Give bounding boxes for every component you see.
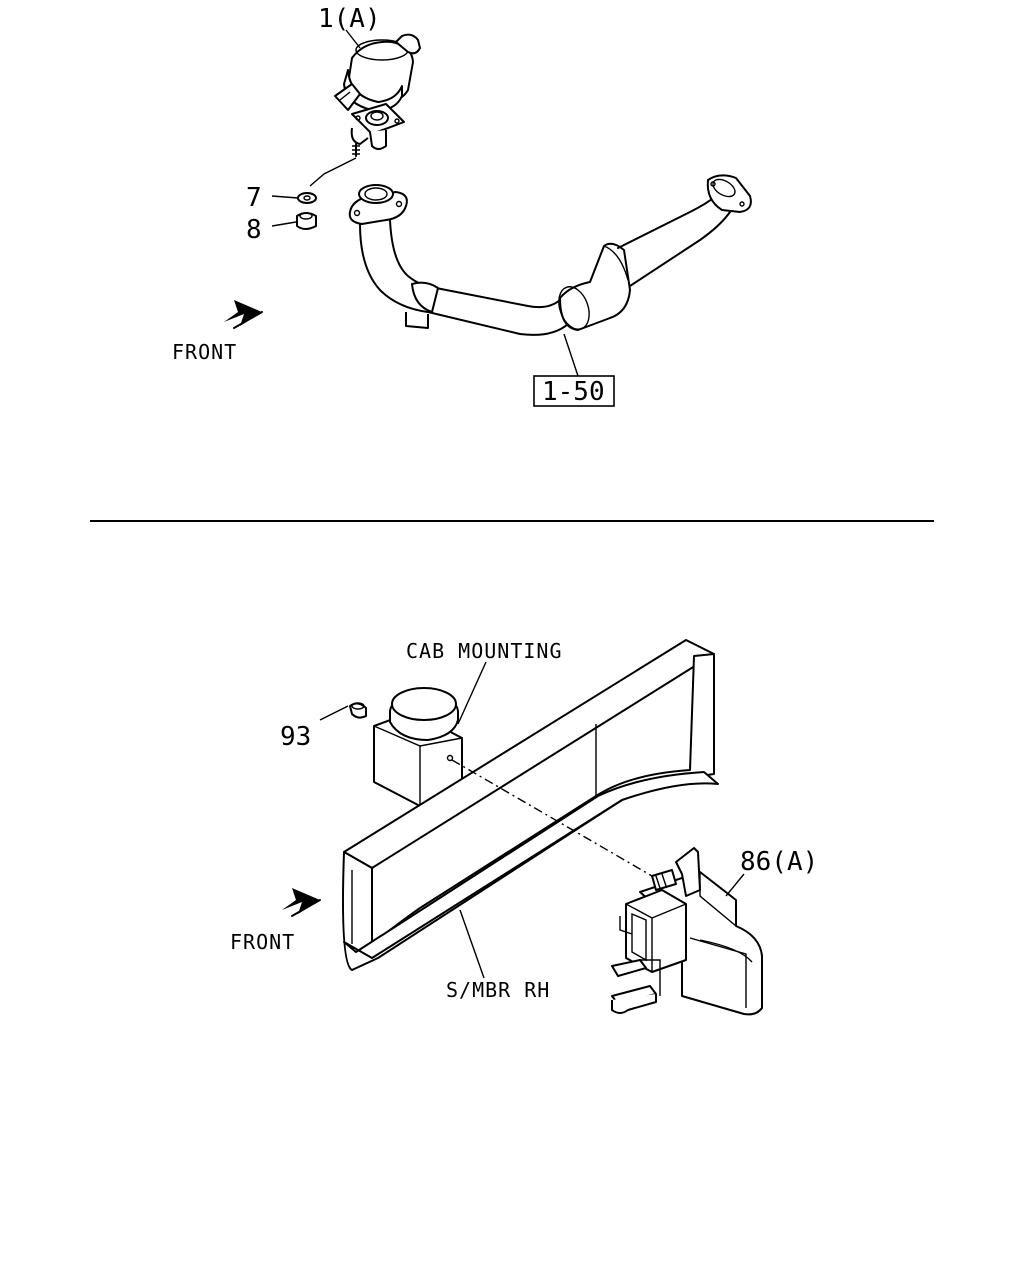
callout-cab-mounting: CAB MOUNTING xyxy=(406,639,563,663)
callout-86a: 86(A) xyxy=(740,847,818,877)
leader-1-50 xyxy=(563,333,579,377)
washer-part xyxy=(297,192,317,204)
alignment-line xyxy=(451,759,653,877)
nut-part xyxy=(296,212,317,230)
nut-93-part xyxy=(349,702,367,719)
callout-smbr-rh: S/MBR RH xyxy=(446,978,550,1002)
reference-box-1-50[interactable]: 1-50 xyxy=(533,375,615,407)
leader-1a xyxy=(345,29,361,49)
leader-86a xyxy=(725,873,745,897)
callout-1a: 1(A) xyxy=(318,4,381,34)
reference-box-label: 1-50 xyxy=(542,377,605,407)
leader-93 xyxy=(319,705,349,721)
sensor-module-86a xyxy=(611,847,763,1016)
leader-7 xyxy=(271,195,299,199)
top-diagram: 1(A) 7 8 1-50 FRONT xyxy=(172,4,752,407)
front-arrow-icon-bottom xyxy=(282,888,321,917)
valve-actuator-part xyxy=(309,33,421,187)
frame-side-member xyxy=(342,639,719,971)
callout-93: 93 xyxy=(280,722,311,752)
exhaust-pipe-part xyxy=(348,174,752,336)
front-label-bottom: FRONT xyxy=(230,930,295,954)
leader-smbr xyxy=(459,909,485,979)
callout-8: 8 xyxy=(246,215,262,245)
bottom-diagram: CAB MOUNTING 93 86(A) S/MBR RH FRONT xyxy=(230,639,818,1016)
leader-8 xyxy=(271,221,297,227)
callout-7: 7 xyxy=(246,183,262,213)
front-arrow-icon xyxy=(224,300,263,329)
leader-cab-mounting xyxy=(457,661,487,725)
front-label-top: FRONT xyxy=(172,340,237,364)
